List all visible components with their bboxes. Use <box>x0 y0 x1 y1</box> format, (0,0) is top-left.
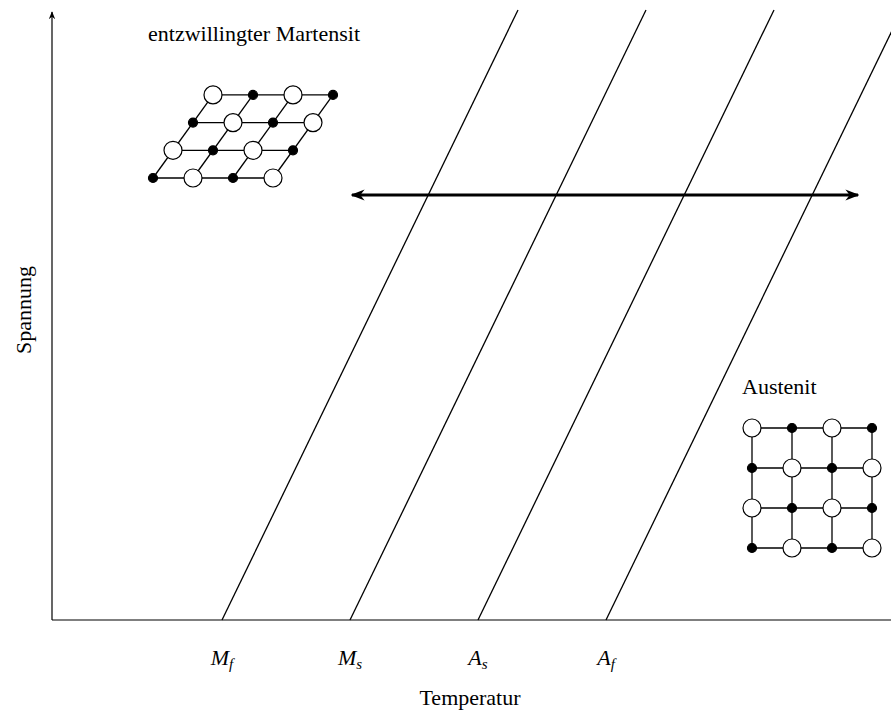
lattice-bond <box>193 122 313 123</box>
x-axis <box>52 619 891 620</box>
lattice-atom <box>329 90 338 99</box>
lattice-bond <box>213 94 333 95</box>
loading-path-arrow <box>352 194 858 197</box>
lattice-atom <box>783 459 801 477</box>
lattice-atom <box>863 459 881 477</box>
lattice-atom <box>164 141 182 159</box>
lattice-bond <box>831 428 832 548</box>
lattice-atom <box>149 174 158 183</box>
lattice-atom <box>289 146 298 155</box>
af-line <box>606 10 891 620</box>
lattice-atom <box>189 118 198 127</box>
temperature-tick: Ms <box>338 646 362 670</box>
lattice-atom <box>823 499 841 517</box>
y-axis <box>51 12 52 620</box>
lattice-atom <box>828 464 837 473</box>
lattice-atom <box>828 544 837 553</box>
lattice-atom <box>224 114 242 132</box>
lattice-atom <box>229 174 238 183</box>
lattice-atom <box>269 118 278 127</box>
mf-line <box>222 10 518 620</box>
ms-line <box>350 10 646 620</box>
lattice-atom <box>748 544 757 553</box>
lattice-atom <box>743 499 761 517</box>
lattice-bond <box>751 428 752 548</box>
temperature-tick: Mf <box>211 646 234 670</box>
lattice-bond <box>752 467 872 468</box>
lattice-atom <box>788 504 797 513</box>
lattice-atom <box>748 464 757 473</box>
phase-label: Austenit <box>742 375 817 399</box>
lattice-bond <box>752 547 872 548</box>
lattice-atom <box>249 90 258 99</box>
temperature-tick: As <box>468 646 487 670</box>
as-line <box>478 10 774 620</box>
lattice-atom <box>304 114 322 132</box>
axis-title: Temperatur <box>419 686 520 710</box>
lattice-atom <box>783 539 801 557</box>
austenite-lattice <box>743 419 881 557</box>
phase-label: entzwillingter Martensit <box>148 22 360 46</box>
lattice-bond <box>153 177 273 178</box>
lattice-bond <box>791 428 792 548</box>
lattice-atom <box>184 169 202 187</box>
lattice-atom <box>204 86 222 104</box>
lattice-atom <box>284 86 302 104</box>
lattice-bond <box>193 95 253 178</box>
lattice-atom <box>868 504 877 513</box>
lattice-atom <box>863 539 881 557</box>
lattice-bond <box>871 428 872 548</box>
lattice-bond <box>752 427 872 428</box>
lattice-atom <box>244 141 262 159</box>
lattice-atom <box>788 424 797 433</box>
lattice-bond <box>233 95 293 178</box>
lattice-atom <box>743 419 761 437</box>
lattice-bond <box>273 95 333 178</box>
lattice-atom <box>264 169 282 187</box>
temperature-tick: Af <box>597 646 615 670</box>
martensite-lattice <box>149 86 338 187</box>
axes <box>52 12 891 620</box>
lattice-atom <box>209 146 218 155</box>
transition-lines <box>222 10 891 620</box>
lattice-bond <box>153 95 213 178</box>
lattice-bond <box>173 150 293 151</box>
lattice-atom <box>823 419 841 437</box>
axis-title: Spannung <box>12 266 36 354</box>
lattice-bond <box>752 507 872 508</box>
lattice-atom <box>868 424 877 433</box>
